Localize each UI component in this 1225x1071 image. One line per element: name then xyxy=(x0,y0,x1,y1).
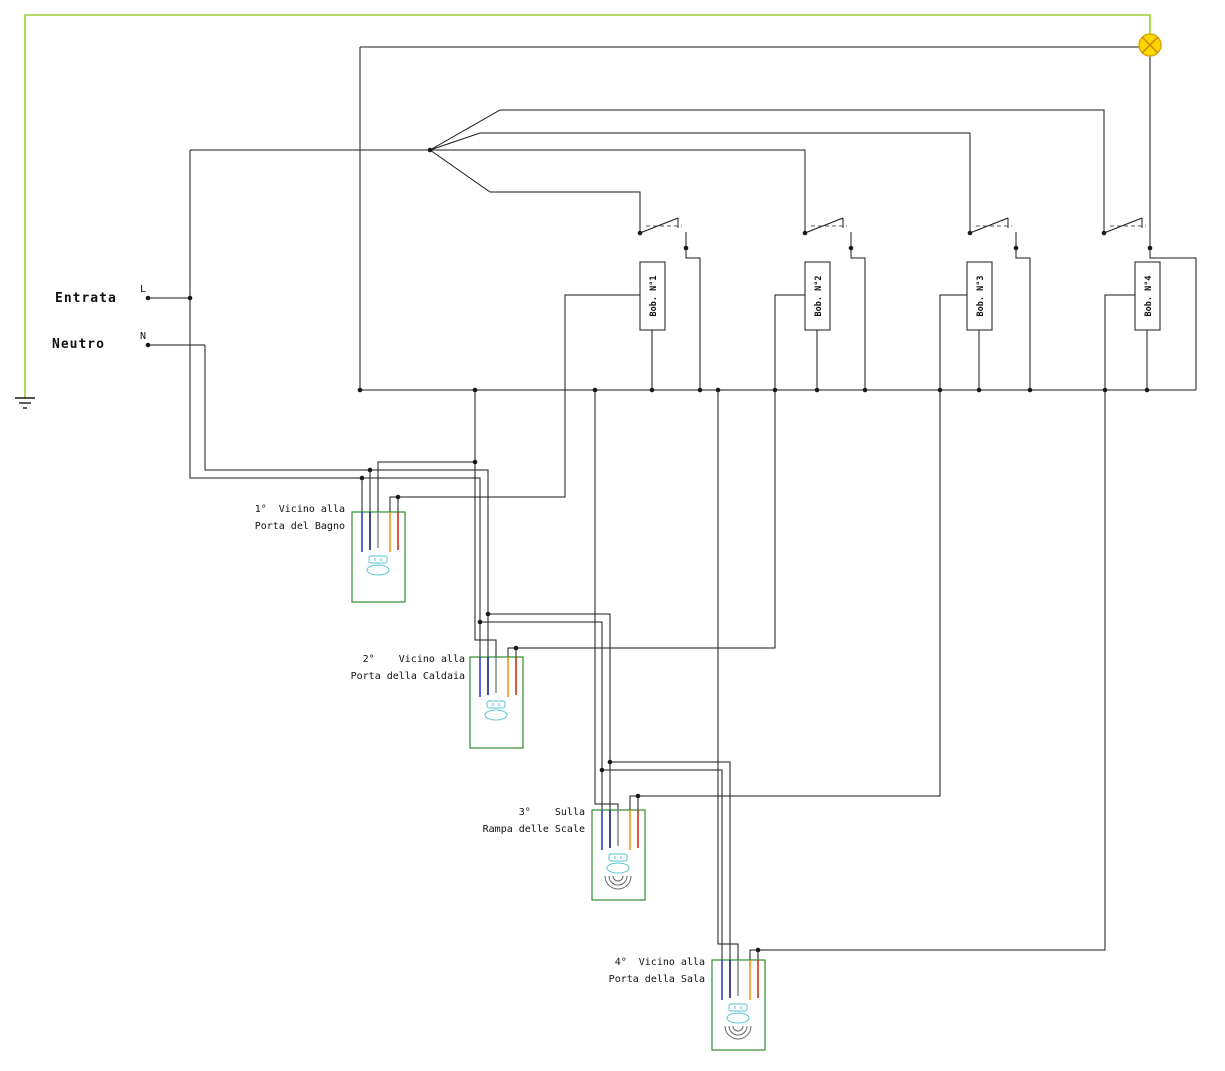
bus-riser4-wire xyxy=(717,390,739,960)
relay-coil-4: Bob. N°4 xyxy=(1134,261,1161,331)
earth-ground-icon xyxy=(15,397,35,409)
box-label-line1: 3° Sulla xyxy=(519,807,585,818)
neutral-terminal-label: N xyxy=(140,331,146,342)
box-label-line1: 4° Vicino alla xyxy=(615,957,705,968)
line-chain3-wire xyxy=(480,621,603,810)
box-label-line2: Porta della Sala xyxy=(609,974,705,985)
indicator-lamp-icon xyxy=(606,853,630,874)
fanout-wire-4 xyxy=(429,109,1105,233)
neutral-chain3-wire xyxy=(488,613,611,810)
junction-dots xyxy=(145,147,1153,953)
box-wire-strands xyxy=(479,657,517,697)
contact-blade xyxy=(639,217,679,234)
relay-contact-1 xyxy=(639,217,687,248)
contact2-output-wire xyxy=(850,248,866,390)
box-label-line1: 1° Vicino alla xyxy=(255,504,345,515)
pushbutton-box-2: 2° Vicino alla Porta della Caldaia xyxy=(351,654,524,749)
line-supply-label: Entrata xyxy=(55,291,117,306)
buzzer-icon xyxy=(724,1025,752,1040)
relay4-input-wire xyxy=(749,294,1135,960)
neutral-chain-wire xyxy=(204,345,489,657)
relay-coil-label: Bob. N°1 xyxy=(649,276,659,317)
neutral-supply-label: Neutro xyxy=(52,337,105,352)
relay-coil-label: Bob. N°4 xyxy=(1144,276,1154,317)
indicator-lamp-icon xyxy=(484,700,508,721)
relay-coil-label: Bob. N°3 xyxy=(976,276,986,317)
fanout-wire-1 xyxy=(429,149,641,233)
pushbutton-box-1: 1° Vicino alla Porta del Bagno xyxy=(255,504,406,603)
pushbutton-box-3: 3° Sulla Rampa delle Scale xyxy=(483,807,646,901)
relay-contact-3 xyxy=(969,217,1017,248)
contact-blade xyxy=(804,217,844,234)
relay2-input-wire xyxy=(507,294,805,657)
relay-coil-label: Bob. N°2 xyxy=(814,276,824,317)
contact-blade xyxy=(969,217,1009,234)
indicator-lamp-icon xyxy=(726,1003,750,1024)
pushbutton-box-4: 4° Vicino alla Porta della Sala xyxy=(609,957,766,1051)
box-wire-strands xyxy=(721,960,759,1000)
contact-blade xyxy=(1103,217,1143,234)
relay3-input-wire xyxy=(629,294,967,810)
box1-bus-tap-wire xyxy=(377,461,475,512)
box-wire-strands xyxy=(601,810,639,850)
contact4-output-wire xyxy=(1149,248,1197,390)
relay-contact-4 xyxy=(1103,217,1146,234)
relay-coil-2: Bob. N°2 xyxy=(804,261,831,331)
line-terminal-label: L xyxy=(140,284,146,295)
line-chain-wire xyxy=(189,298,481,657)
contact1-output-wire xyxy=(685,248,701,390)
relay-coil-3: Bob. N°3 xyxy=(966,261,993,331)
neutral-chain4-wire xyxy=(610,761,731,960)
relay-coil-1: Bob. N°1 xyxy=(639,261,666,331)
bus-riser2-wire xyxy=(474,390,497,657)
lamp-icon xyxy=(1138,33,1162,57)
relay-contact-2 xyxy=(804,217,852,248)
box-label-line2: Rampa delle Scale xyxy=(483,824,585,835)
box-wire-strands xyxy=(361,512,399,552)
indicator-lamp-icon xyxy=(366,555,390,576)
box-label-line2: Porta della Caldaia xyxy=(351,671,465,682)
fanout-wire-3 xyxy=(429,132,971,233)
line-chain4-wire xyxy=(602,769,723,960)
box-label-line1: 2° Vicino alla xyxy=(363,654,465,665)
wires xyxy=(148,46,1197,960)
fanout-wire-2 xyxy=(190,149,806,233)
relay1-input-wire xyxy=(389,294,640,512)
buzzer-icon xyxy=(604,875,632,890)
box-label-line2: Porta del Bagno xyxy=(255,521,345,532)
earth-wire xyxy=(24,14,1151,398)
bus-riser3-wire xyxy=(594,390,619,810)
contact3-output-wire xyxy=(1015,248,1031,390)
